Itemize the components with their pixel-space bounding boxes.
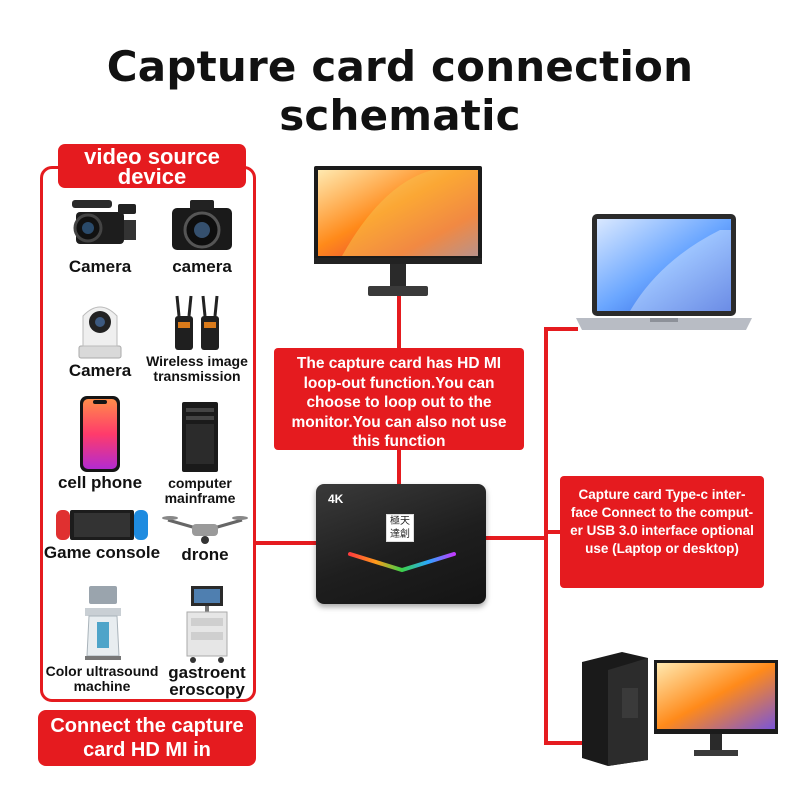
gastroscopy-cart-icon — [186, 586, 228, 663]
wire-note-to-card — [397, 450, 401, 484]
drone-icon — [162, 516, 248, 544]
source-item-camcorder: Camera — [50, 194, 150, 275]
source-item-cell-phone: cell phone — [50, 394, 150, 491]
laptop-icon — [576, 214, 752, 330]
wire-bus-to-note — [544, 530, 560, 534]
wireless-transmitter-icon — [175, 295, 219, 350]
hdmi-in-label: Connect the capture card HD MI in — [38, 710, 256, 766]
capture-card: 4K 極天達創 — [316, 484, 486, 604]
loop-out-note: The capture card has HD MI loop-out func… — [274, 348, 524, 450]
game-console-icon — [56, 510, 148, 540]
ptz-camera-icon — [78, 306, 122, 359]
page-title: Capture card connection schematic — [106, 42, 694, 140]
wire-sources-to-card — [256, 541, 316, 545]
source-item-drone: drone — [160, 510, 250, 563]
source-label: camera — [172, 257, 232, 276]
source-label: Camera — [68, 257, 132, 276]
monitor-icon — [314, 166, 482, 296]
source-label: gastroent eroscopy — [168, 663, 246, 699]
rgb-light-strip-icon — [348, 552, 456, 573]
source-item-gastroscopy: gastroent eroscopy — [160, 582, 254, 698]
card-4k-badge: 4K — [328, 492, 344, 506]
source-label: Game console — [43, 543, 161, 562]
computer-tower-icon — [182, 402, 218, 472]
source-label: computer mainframe — [164, 475, 236, 506]
source-item-computer-tower: computer mainframe — [150, 398, 250, 506]
source-label: drone — [181, 545, 229, 564]
video-camera-icon — [72, 200, 136, 244]
source-item-ultrasound: Color ultrasound machine — [40, 582, 164, 694]
ultrasound-machine-icon — [85, 586, 121, 660]
cell-phone-icon — [80, 396, 120, 472]
type-c-note: Capture card Type-c inter-face Connect t… — [560, 476, 764, 588]
card-logo-seal: 極天達創 — [386, 514, 414, 542]
source-label: Wireless image transmission — [146, 353, 248, 384]
wire-bus-to-laptop — [544, 327, 578, 331]
dslr-camera-icon — [172, 200, 232, 250]
wire-card-to-bus — [486, 536, 546, 540]
source-label: cell phone — [57, 473, 143, 492]
wire-bus-vertical — [544, 327, 548, 745]
source-item-wireless: Wireless image transmission — [140, 292, 254, 384]
source-label: Camera — [68, 361, 132, 380]
source-item-dslr: camera — [152, 194, 252, 275]
desktop-computer-icon — [582, 652, 778, 766]
source-item-game-console: Game console — [42, 504, 162, 561]
source-item-ptz-camera: Camera — [50, 292, 150, 379]
wire-monitor-to-note — [397, 296, 401, 348]
source-label: Color ultrasound machine — [45, 663, 159, 694]
video-source-label: video source device — [58, 144, 246, 188]
wire-bus-to-desktop — [544, 741, 588, 745]
